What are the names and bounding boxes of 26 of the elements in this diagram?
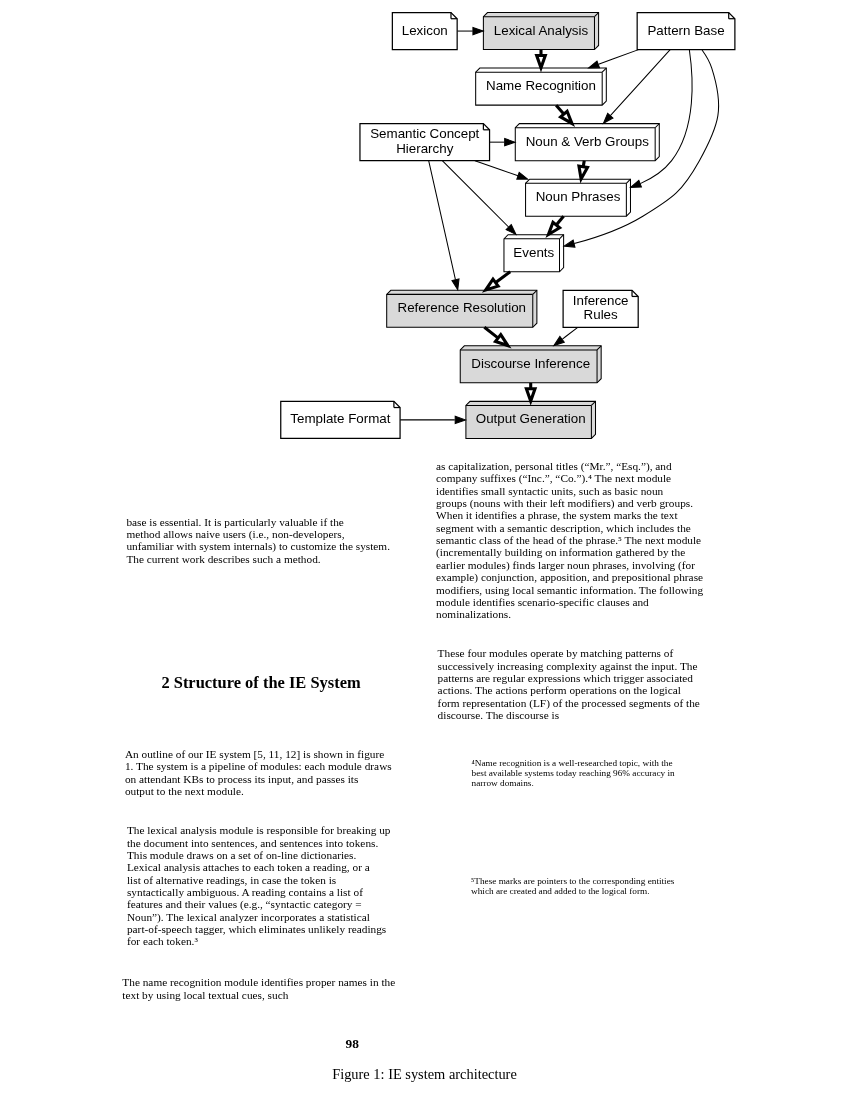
arrow: [629, 49, 693, 188]
arrow: [534, 49, 548, 73]
arrow: [474, 160, 530, 180]
label: These four modules operate by matching patterns of successively increasing complexity against the input. The patterns are regular expressions which trigger associated actions. The actions perform operations on the logical form representation (LF) of the processed segments of the discourse. The discourse is: [437, 647, 700, 721]
arrow: [602, 49, 671, 125]
label: An outline of our IE system [5, 11, 12] is shown in figure 1. The system is a pipeline of modules: each module draws on attendant KBs to process its input, and passes its output to the next module.: [124, 748, 392, 798]
arrow: [481, 270, 512, 293]
label: ⁵These marks are pointers to the corresponding entities which are created and added to the logical form.: [471, 875, 675, 897]
label: The name recognition module identifies proper names in the text by using local textual cues, such: [122, 976, 396, 1001]
arrow: [399, 415, 468, 425]
arrow: [441, 160, 518, 236]
label: as capitalization, personal titles (“Mr.”, “Esq.”), and company suffixes (“Inc.”, “Co.”).⁴ The next module identifies small syntactic units, such as basic noun groups (nouns with their left modifiers) and verb groups. When it identifies a phrase, the system marks the text segment with a semantic description, which includes the semantic class of the head of the phrase.⁵ The next module (incrementally building on information gathered by the earlier modules) finds larger noun phrases, involving (for example) conjunction, apposition, and prepositional phrase modifiers, using local semantic information. The following module identifies scenario-specific clauses and nominalizations.: [436, 460, 704, 621]
arrow: [456, 26, 485, 36]
arrow: [587, 49, 640, 69]
arrow: [545, 215, 565, 239]
arrow: [489, 137, 517, 147]
label: ⁴Name recognition is a well-researched topic, with the best available systems today reaching 96% accuracy in narrow domains.: [471, 757, 675, 789]
label: The lexical analysis module is responsible for breaking up the document into sentences, and sentences into tokens. This module draws on a set of on-line dictionaries. Lexical analysis attaches to each token a reading, or a list of alternative readings, in case the token is syntactically ambiguous. A reading contains a list of features and their values (e.g., “syntactic category = Noun”). The lexical analyzer incorporates a statistical part-of-speech tagger, which eliminates unlikely readings for each token.³: [126, 824, 391, 948]
arrow: [428, 160, 460, 292]
caption: Figure 1: IE system architecture: [332, 1066, 517, 1083]
label: base is essential. It is particularly valuable if the method allows naive users (i.e., non-developers, unfamiliar with system internals) to customize the system. The current work describes such a method.: [126, 515, 390, 565]
arrow: [562, 49, 720, 248]
arrow: [483, 326, 512, 349]
label: 98: [345, 1035, 359, 1051]
label: 2 Structure of the IE System: [161, 673, 361, 693]
arrow: [552, 326, 579, 347]
